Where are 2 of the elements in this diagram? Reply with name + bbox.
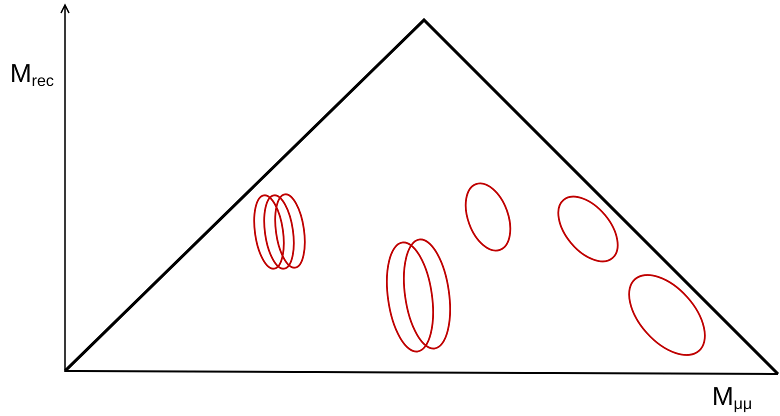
x-axis-label: M$_{μμ}$	[712, 383, 752, 413]
y-axis-label: M$_{rec}$	[10, 60, 54, 90]
